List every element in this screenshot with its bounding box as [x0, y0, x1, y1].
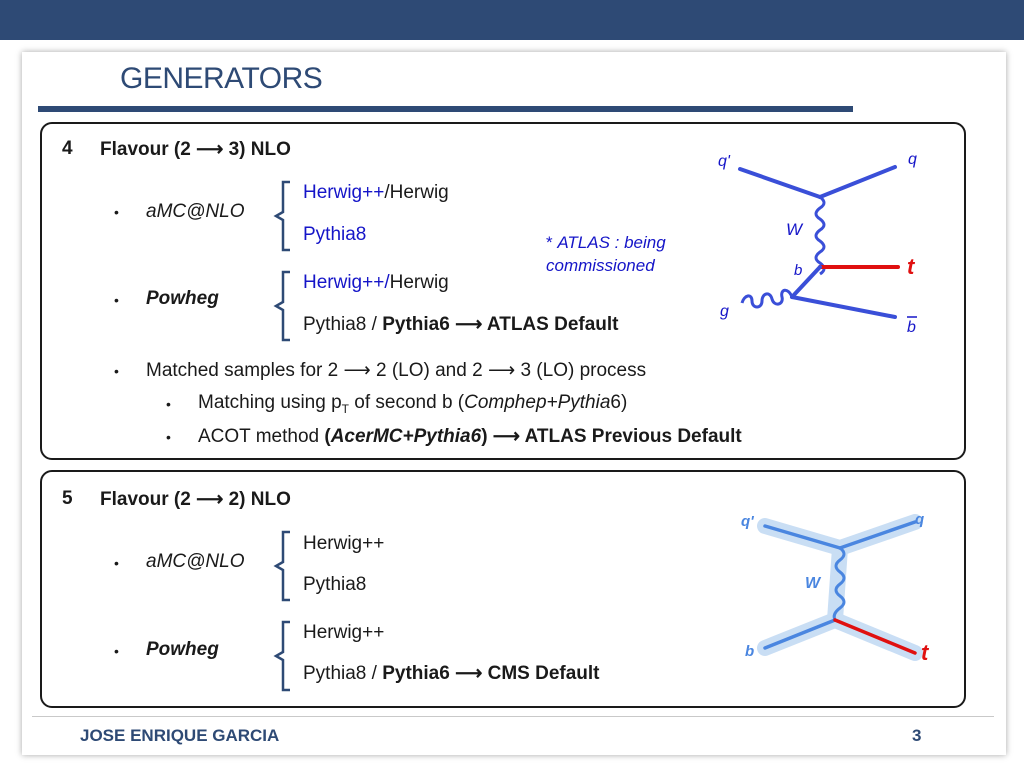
brace-amc-5 [273, 530, 290, 602]
pow-opt2-4: Pythia8 / Pythia6 ⟶ ATLAS Default [303, 313, 619, 336]
amc-opt2-4: Pythia8 [303, 224, 367, 245]
brace-amc-4 [273, 180, 290, 252]
section-5-heading: Flavour (2 ⟶ 2) NLO [100, 489, 291, 510]
amc-opt2-5: Pythia8 [303, 574, 367, 595]
atlas-note-star: * [546, 233, 558, 252]
bullet-dot: • [166, 396, 171, 412]
amc-label-5: aMC@NLO [146, 551, 245, 572]
matching-pre: Matching using p [198, 392, 342, 413]
amc-opt1-4: Herwig++/Herwig [303, 182, 449, 204]
section-4-number: 4 [62, 138, 73, 159]
pow-opt1-4: Herwig++/Herwig [303, 272, 449, 294]
label-q-prime: q' [718, 153, 731, 170]
label-w-2: W [805, 575, 822, 592]
amc-opt1-5: Herwig++ [303, 533, 385, 554]
label-w: W [786, 220, 804, 239]
amc-label-4: aMC@NLO [146, 201, 245, 222]
bullet-dot: • [114, 363, 119, 379]
footer-author: JOSE ENRIQUE GARCIA [80, 726, 280, 745]
matching-it: Comphep+Pythia [464, 392, 611, 413]
powheg-label-5: Powheg [146, 639, 219, 660]
pow-opt1-5: Herwig++ [303, 622, 385, 643]
label-g: g [720, 303, 729, 320]
label-q-2: q [915, 511, 924, 528]
bullet-dot: • [114, 204, 119, 220]
matching-post: 6) [610, 392, 628, 413]
pow-opt2-5: Pythia8 / Pythia6 ⟶ CMS Default [303, 662, 600, 685]
pow-opt2-default: ⟶ ATLAS Default [449, 314, 619, 335]
bullet-dot: • [114, 643, 119, 659]
brace-powheg-4 [273, 270, 290, 342]
matched-samples: Matched samples for 2 ⟶ 2 (LO) and 2 ⟶ 3… [146, 360, 647, 381]
pow-opt2-5-pre: Pythia8 / [303, 663, 383, 684]
footer-divider [32, 716, 994, 717]
atlas-note-atlas: ATLAS [557, 233, 610, 252]
title-underline [38, 106, 853, 112]
matching-mid: of second b ( [349, 392, 465, 413]
section-5-number: 5 [62, 488, 73, 509]
label-b: b [794, 262, 802, 279]
feynman-diagram-tchannel-wb: q' q W b t g b [718, 151, 917, 336]
bullet-dot: • [166, 429, 171, 445]
feynman-diagram-tchannel-qb: q' q W b t [741, 511, 930, 665]
section-5-box [40, 470, 966, 708]
bullet-dot: • [114, 555, 119, 571]
label-b-2: b [745, 643, 754, 660]
pow-opt2-pre: Pythia8 / [303, 314, 383, 335]
section-4-heading: Flavour (2 ⟶ 3) NLO [100, 139, 291, 160]
atlas-note: * ATLAS : being commissioned [546, 231, 666, 277]
matching-sub: T [341, 401, 349, 416]
acot-open: ( [324, 426, 331, 447]
page-number: 3 [912, 726, 922, 745]
powheg-label-4: Powheg [146, 288, 219, 309]
bullet-dot: • [114, 292, 119, 308]
top-banner [0, 0, 1024, 40]
amc-opt1-rest: /Herwig [384, 182, 449, 203]
label-t-2: t [921, 640, 930, 665]
pow-opt1-herwig: Herwig++/ [303, 272, 390, 293]
matching-line: Matching using pT of second b (Comphep+P… [198, 392, 627, 416]
acot-pre: ACOT method [198, 426, 325, 447]
acot-rest: ) ⟶ ATLAS Previous Default [481, 426, 742, 447]
acot-line: ACOT method (AcerMC+Pythia6) ⟶ ATLAS Pre… [198, 425, 742, 448]
pow-opt1-rest: Herwig [389, 272, 449, 293]
brace-powheg-5 [273, 620, 290, 692]
slide-title: GENERATORS [120, 62, 323, 95]
label-bbar: b [907, 319, 916, 336]
atlas-note-rest: : being [609, 233, 666, 252]
label-t: t [907, 254, 916, 279]
amc-opt1-herwig: Herwig++ [303, 182, 385, 203]
label-q-prime-2: q' [741, 513, 754, 530]
atlas-note-line2: commissioned [546, 256, 655, 275]
section-4-box [40, 122, 966, 460]
label-q: q [908, 151, 917, 168]
pow-opt2-pythia6: Pythia6 [382, 314, 450, 335]
pow-opt2-5-default: Pythia6 ⟶ CMS Default [382, 663, 600, 684]
acot-it: AcerMC+Pythia6 [330, 426, 482, 447]
